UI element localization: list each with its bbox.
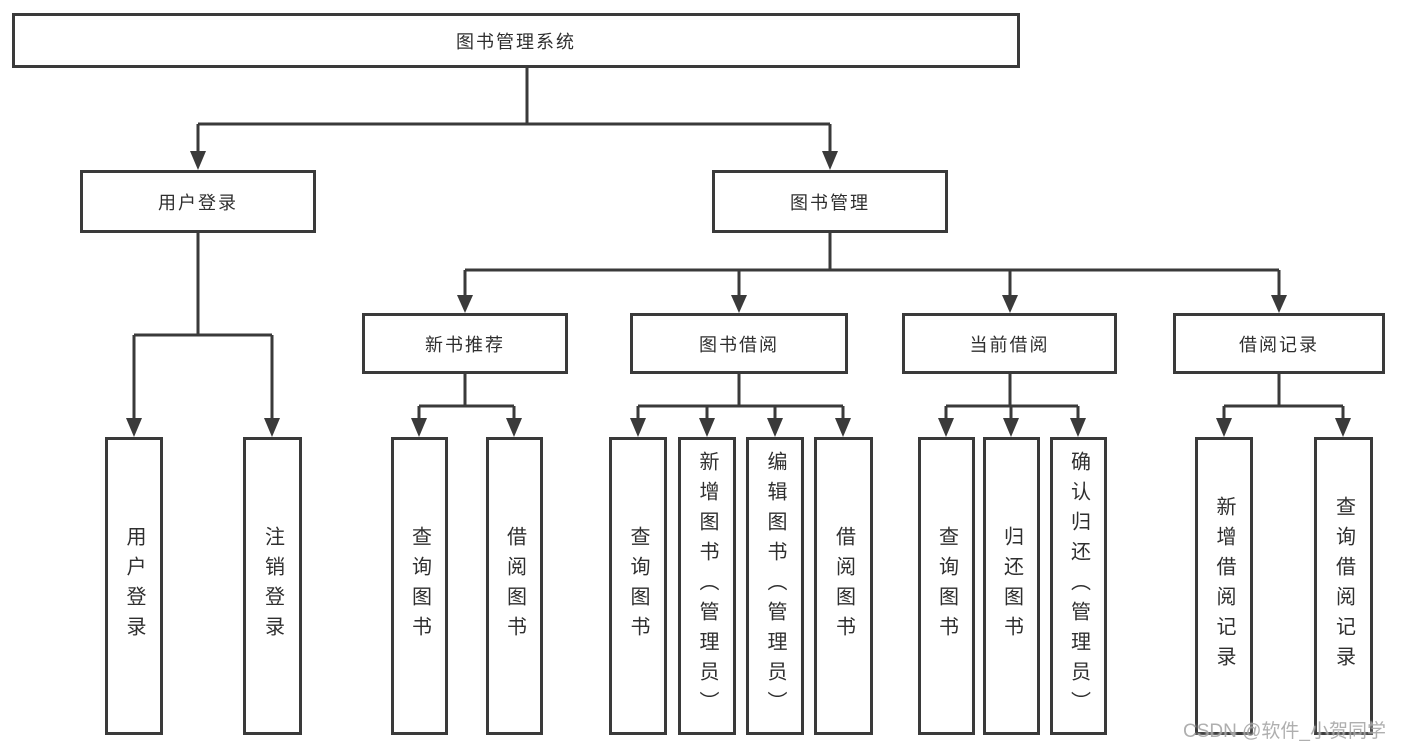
node-label: 用户登录 <box>123 526 145 646</box>
leaf-query-borrow-record: 查询借阅记录 <box>1314 437 1373 735</box>
node-user-login: 用户登录 <box>80 170 316 233</box>
node-label: 新增借阅记录 <box>1213 496 1235 676</box>
leaf-add-borrow-record: 新增借阅记录 <box>1195 437 1253 735</box>
leaf-edit-books-admin: 编辑图书（管理员） <box>746 437 804 735</box>
node-book-management: 图书管理 <box>712 170 948 233</box>
csdn-watermark: CSDN @软件_小贺同学 <box>1183 721 1386 742</box>
node-label: 用户登录 <box>158 192 238 213</box>
leaf-logout: 注销登录 <box>243 437 302 735</box>
leaf-query-books-recommend: 查询图书 <box>391 437 448 735</box>
leaf-confirm-return-admin: 确认归还（管理员） <box>1050 437 1107 735</box>
leaf-query-books: 查询图书 <box>609 437 667 735</box>
node-label: 借阅图书 <box>503 526 526 646</box>
node-label: 查询图书 <box>935 526 958 646</box>
node-label: 查询图书 <box>627 526 649 646</box>
node-label: 借阅图书 <box>832 526 855 646</box>
leaf-return-books: 归还图书 <box>983 437 1040 735</box>
node-label: 图书管理系统 <box>456 31 576 52</box>
node-label: 当前借阅 <box>969 334 1050 355</box>
leaf-query-books-current: 查询图书 <box>918 437 975 735</box>
node-library-management-system: 图书管理系统 <box>12 13 1020 68</box>
connector-paths <box>132 68 1345 419</box>
node-label: 归还图书 <box>1000 526 1023 646</box>
node-book-borrow: 图书借阅 <box>630 313 848 374</box>
node-new-book-recommend: 新书推荐 <box>362 313 568 374</box>
node-borrow-records: 借阅记录 <box>1173 313 1385 374</box>
leaf-borrow-books-recommend: 借阅图书 <box>486 437 543 735</box>
node-label: 注销登录 <box>261 526 284 646</box>
node-label: 编辑图书（管理员） <box>764 451 786 721</box>
node-label: 新增图书（管理员） <box>696 451 718 721</box>
node-label: 图书借阅 <box>699 334 779 355</box>
node-label: 确认归还（管理员） <box>1067 451 1090 721</box>
node-label: 新书推荐 <box>425 334 505 355</box>
node-label: 图书管理 <box>790 192 870 213</box>
node-label: 查询借阅记录 <box>1332 496 1355 676</box>
leaf-user-login: 用户登录 <box>105 437 163 735</box>
node-current-borrow: 当前借阅 <box>902 313 1117 374</box>
node-label: 借阅记录 <box>1239 334 1319 355</box>
leaf-borrow-books: 借阅图书 <box>814 437 873 735</box>
node-label: 查询图书 <box>408 526 431 646</box>
leaf-add-books-admin: 新增图书（管理员） <box>678 437 736 735</box>
arrowhead-icons <box>126 151 1351 437</box>
